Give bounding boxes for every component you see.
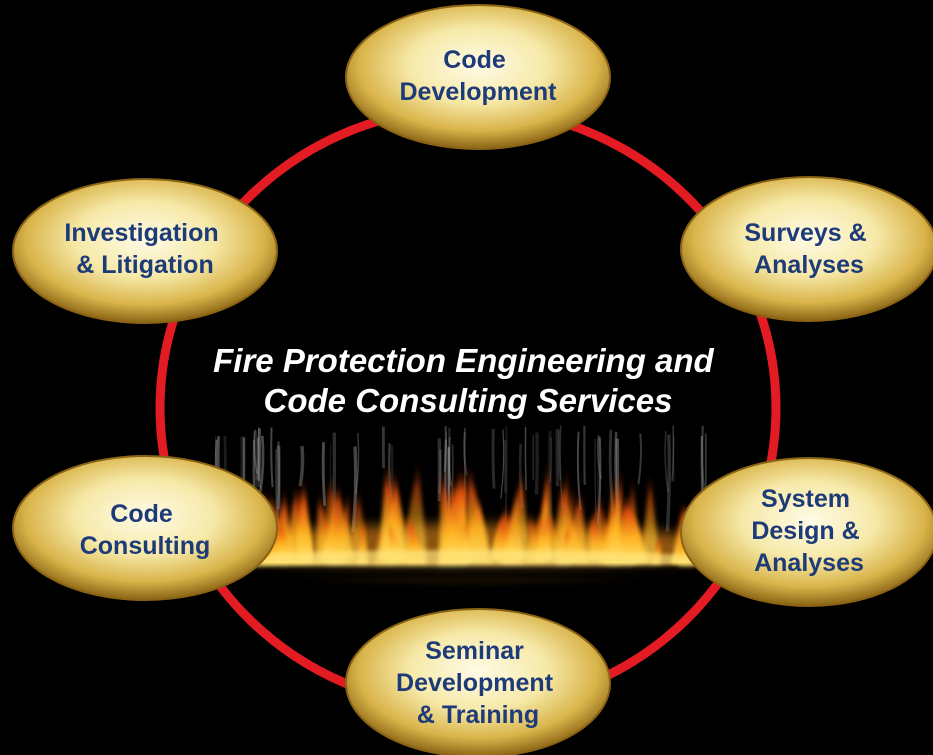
oval-badge — [680, 176, 933, 322]
node-label: System Design & Analyses — [751, 485, 866, 577]
flame-tongue — [327, 495, 344, 562]
flame-tongue — [389, 461, 410, 560]
smoke-streak — [257, 427, 262, 489]
center-title: Fire Protection Engineering and Code Con… — [213, 342, 723, 419]
oval-badge — [12, 178, 278, 324]
node-code-development: Code Development — [345, 4, 611, 150]
node-label-line: Seminar — [425, 637, 524, 665]
smoke-streak — [298, 445, 305, 487]
smoke-streak — [594, 438, 597, 518]
flame-tongue — [641, 469, 660, 562]
node-label-line: Code — [110, 500, 173, 528]
smoke-streak — [500, 429, 505, 499]
smoke-streak — [355, 432, 360, 495]
node-label: Code Development — [400, 46, 558, 106]
smoke-streak — [275, 448, 278, 516]
node-seminar-development-training: Seminar Development & Training — [345, 608, 611, 755]
smoke-streak — [671, 425, 675, 482]
node-label: Seminar Development & Training — [396, 637, 560, 729]
node-label-line: Development — [396, 669, 554, 697]
flame-core — [225, 550, 715, 570]
flame-tongue — [277, 517, 292, 559]
smoke-streak — [664, 431, 669, 492]
smoke-streak — [270, 427, 274, 488]
smoke-streak — [257, 428, 261, 482]
smoke-streak — [462, 431, 469, 476]
node-label-line: & Training — [417, 701, 539, 729]
smoke-streak — [557, 429, 562, 481]
smoke-streak — [438, 449, 442, 494]
node-label-line: & Litigation — [76, 251, 213, 279]
node-label: Investigation & Litigation — [64, 219, 225, 279]
smoke-streak — [701, 425, 706, 497]
node-surveys-analyses: Surveys & Analyses — [680, 176, 933, 322]
smoke-streak — [672, 435, 675, 482]
smoke-streak — [534, 432, 539, 495]
node-label-line: Development — [400, 78, 558, 106]
smoke-streak — [253, 429, 259, 474]
smoke-streak — [548, 430, 554, 524]
smoke-streak — [448, 437, 452, 487]
node-label-line: System — [761, 485, 850, 513]
node-label: Surveys & Analyses — [744, 219, 873, 279]
oval-badge — [12, 455, 278, 601]
smoke-streak — [258, 435, 265, 495]
node-label-line: Surveys & — [744, 219, 866, 247]
flame-tongue — [297, 483, 314, 562]
node-system-design-analyses: System Design & Analyses — [680, 457, 933, 607]
node-label-line: Design & — [751, 517, 859, 545]
flames-graphic — [195, 425, 739, 580]
node-label-line: Analyses — [754, 251, 864, 279]
node-label-line: Analyses — [754, 549, 864, 577]
smoke-streak — [443, 426, 447, 472]
smoke-streak — [665, 434, 672, 532]
flame-tongue — [446, 471, 473, 561]
flame-tongue — [564, 486, 589, 564]
flame-tongue — [610, 461, 623, 565]
smoke-streak — [524, 427, 527, 491]
smoke-streak — [637, 433, 643, 485]
flame-base-shadow — [205, 566, 735, 580]
center-title-line-1: Fire Protection Engineering and — [213, 342, 714, 379]
smoke-streak — [256, 437, 260, 487]
oval-badge — [680, 457, 933, 607]
flame-tongue — [587, 512, 612, 561]
flame-tongue — [462, 460, 492, 564]
node-label-line: Consulting — [80, 532, 211, 560]
node-label-line: Investigation — [64, 219, 218, 247]
node-code-consulting: Code Consulting — [12, 455, 278, 601]
flame-tongue — [534, 506, 565, 559]
node-label-line: Code — [443, 46, 506, 74]
center-title-line-2: Code Consulting Services — [264, 382, 673, 419]
smoke-streak — [549, 437, 553, 483]
flame-tongue — [614, 491, 643, 564]
smoke-streak — [255, 438, 261, 480]
node-label: Code Consulting — [80, 500, 211, 560]
smoke-streak — [491, 428, 496, 489]
smoke-streak — [596, 434, 602, 480]
smoke-streak — [321, 442, 327, 506]
oval-badge — [345, 4, 611, 150]
node-investigation-litigation: Investigation & Litigation — [12, 178, 278, 324]
flame-tongue — [505, 465, 530, 559]
oval-badge — [345, 608, 611, 755]
